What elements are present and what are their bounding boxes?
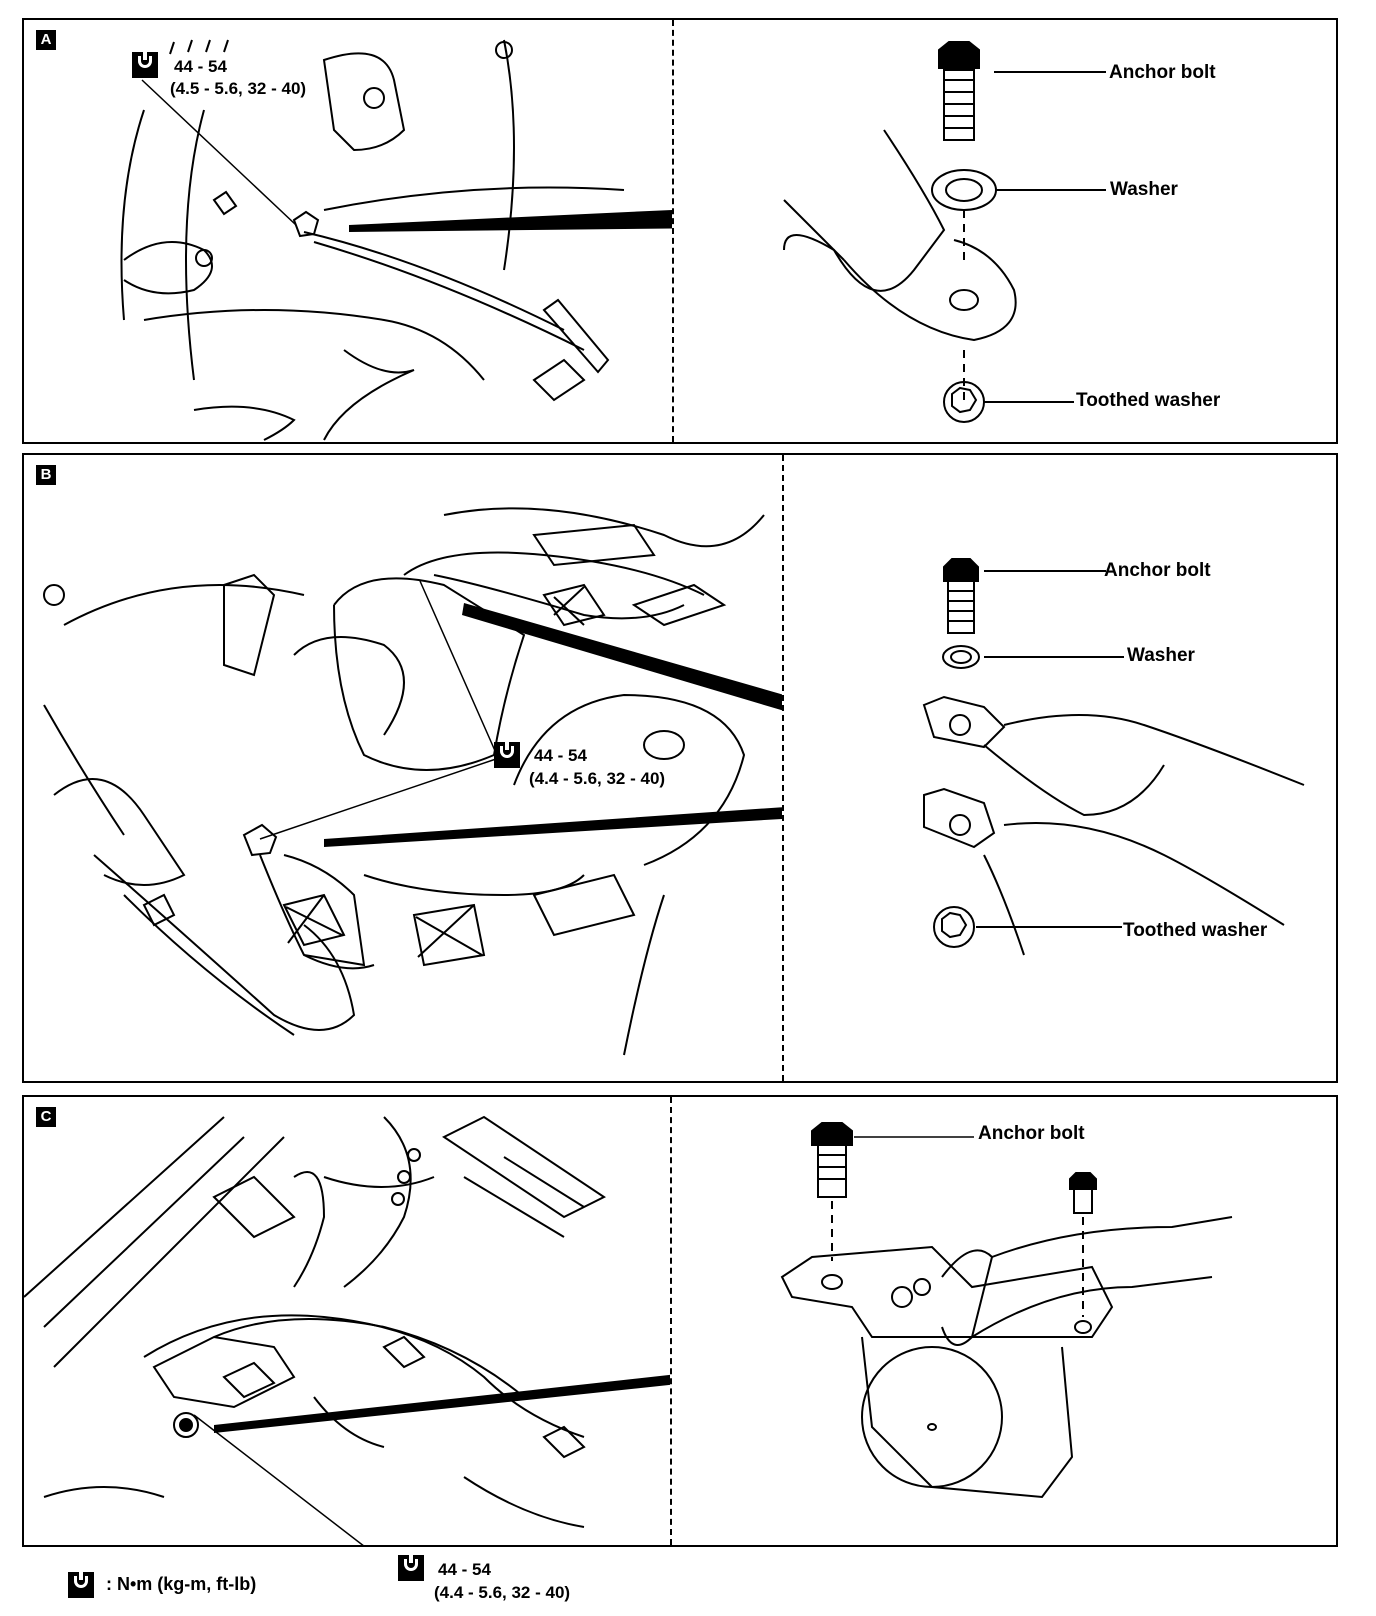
panel-c-torque-icon xyxy=(398,1555,424,1581)
panel-b-washer-label: Washer xyxy=(1127,645,1195,666)
panel-b-anchor-bolt-label: Anchor bolt xyxy=(1104,560,1211,581)
panel-c-vehicle-illustration xyxy=(24,1115,670,1528)
panel-b-badge: B xyxy=(36,465,56,485)
panel-b-exploded-view xyxy=(922,558,1305,956)
panel-a-torque-icon xyxy=(132,52,158,78)
panel-c: C 44 - 54 (4.4 - 5.6, 32 - 40) xyxy=(22,1095,1338,1602)
panel-a-vehicle-illustration xyxy=(120,39,672,441)
panel-a-exploded-view xyxy=(783,41,1106,423)
panel-a-anchor-bolt-label: Anchor bolt xyxy=(1109,62,1216,83)
panel-c-torque-detail: (4.4 - 5.6, 32 - 40) xyxy=(434,1583,571,1602)
panel-a: A 44 - 54 (4.5 - 5.6, 32 - 40) xyxy=(22,18,1338,444)
panel-b: B 44 - 54 (4.4 - 5.6, 32 - 40) xyxy=(22,453,1338,1083)
panel-c-anchor-bolt-leader xyxy=(854,1136,974,1138)
panel-a-torque-detail: (4.5 - 5.6, 32 - 40) xyxy=(170,79,307,98)
panel-c-anchor-bolt-label: Anchor bolt xyxy=(978,1123,1085,1144)
panel-b-torque-detail: (4.4 - 5.6, 32 - 40) xyxy=(529,769,666,788)
panel-b-torque-icon xyxy=(494,742,520,768)
panel-a-toothed-washer-label: Toothed washer xyxy=(1076,390,1221,411)
panel-c-divider xyxy=(670,1097,672,1545)
panel-b-torque-leaders xyxy=(259,580,497,840)
panel-c-badge: C xyxy=(36,1107,56,1127)
unit-legend-text: : N•m (kg-m, ft-lb) xyxy=(106,1574,257,1594)
panel-a-washer-label: Washer xyxy=(1110,179,1178,200)
panel-b-toothed-washer-label: Toothed washer xyxy=(1123,920,1268,941)
panel-a-torque-value: 44 - 54 xyxy=(174,57,227,76)
panel-a-badge: A xyxy=(36,30,56,50)
panel-b-divider xyxy=(782,455,784,1081)
panel-a-torque-leader xyxy=(141,79,297,226)
panel-b-vehicle-illustration xyxy=(43,507,782,1056)
panel-c-exploded-view xyxy=(780,1122,1233,1499)
torque-wrench-icon xyxy=(68,1572,94,1598)
panel-c-torque-leader xyxy=(193,1414,367,1547)
panel-c-torque-value: 44 - 54 xyxy=(438,1560,491,1579)
panel-b-torque-value: 44 - 54 xyxy=(534,746,587,765)
panel-a-divider xyxy=(672,20,674,442)
